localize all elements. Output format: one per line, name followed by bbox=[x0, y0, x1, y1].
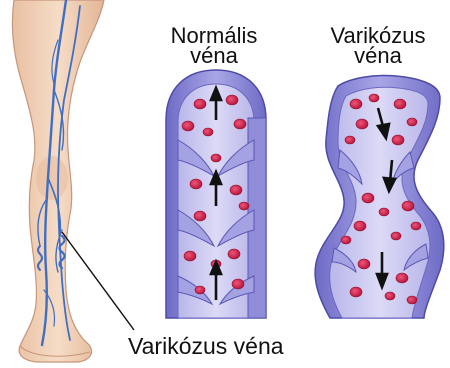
knee-shade bbox=[36, 156, 68, 200]
leg bbox=[12, 0, 104, 362]
normal-vein-title: Normális véna bbox=[148, 26, 280, 66]
varicose-vein bbox=[315, 75, 444, 318]
normal-vein-title-line2: véna bbox=[148, 46, 280, 66]
normal-vein bbox=[166, 70, 266, 318]
varicose-vein-title-line2: véna bbox=[308, 46, 448, 66]
callout-line bbox=[62, 232, 134, 330]
varicose-vein-title: Varikózus véna bbox=[308, 26, 448, 66]
leg-callout-label: Varikózus véna bbox=[128, 333, 338, 359]
